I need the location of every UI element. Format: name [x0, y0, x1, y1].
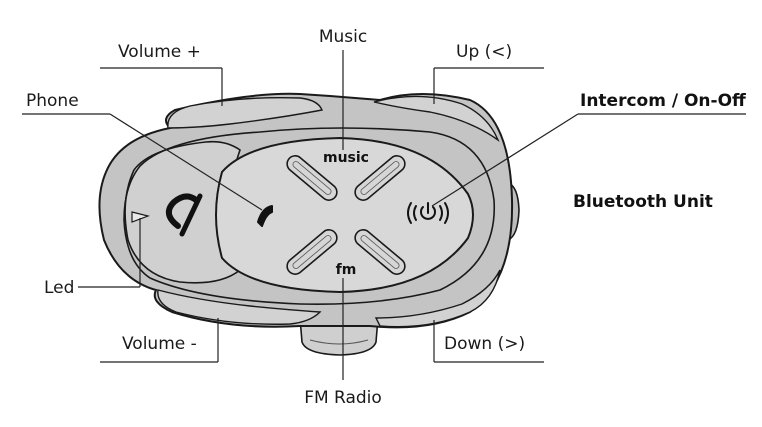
volume-plus-button[interactable] [167, 96, 323, 129]
phone-handset-icon[interactable] [257, 205, 273, 227]
down-button[interactable] [374, 269, 501, 328]
music-right-pill[interactable] [352, 153, 408, 204]
device-music-label: music [323, 150, 369, 166]
volume-minus-button[interactable] [157, 289, 322, 325]
music-left-pill[interactable] [284, 153, 340, 204]
fm-left-pill[interactable] [284, 227, 340, 278]
device-fm-label: fm [336, 262, 357, 278]
bluetooth-unit-device: music fm [98, 92, 520, 356]
leader-lines [22, 50, 746, 380]
up-button[interactable] [373, 95, 500, 142]
label-bluetooth-unit: Bluetooth Unit [573, 192, 713, 212]
control-face [215, 136, 474, 294]
label-volume-minus: Volume - [122, 334, 197, 354]
label-intercom-on-off: Intercom / On-Off [580, 91, 746, 111]
fm-knob[interactable] [299, 317, 379, 356]
label-led: Led [44, 278, 74, 298]
label-fm-radio: FM Radio [304, 388, 382, 408]
label-down: Down (>) [444, 334, 525, 354]
fm-right-pill[interactable] [352, 227, 408, 278]
label-volume-plus: Volume + [118, 42, 201, 62]
label-up: Up (<) [456, 42, 512, 62]
power-icon[interactable] [407, 202, 449, 224]
label-phone: Phone [26, 91, 79, 111]
device-bezel [123, 127, 496, 306]
cellularline-logo-icon [165, 193, 203, 237]
label-music: Music [319, 27, 367, 47]
